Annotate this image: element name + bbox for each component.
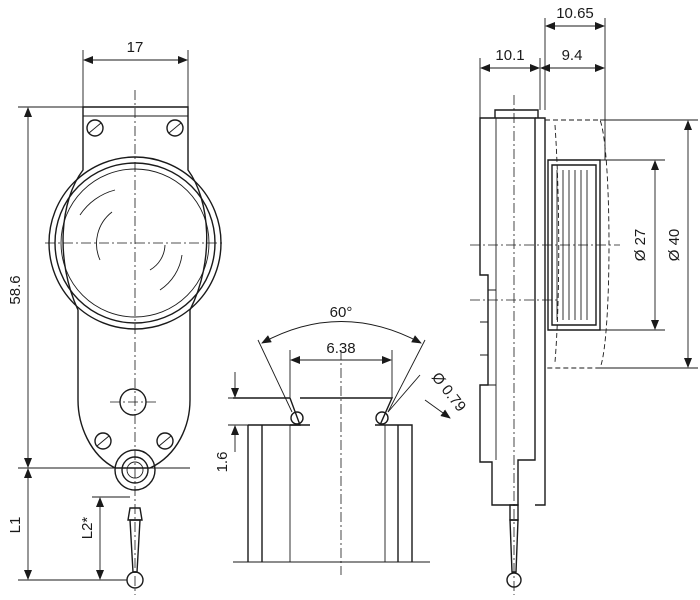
dovetail-detail: 60° 6.38 Ø 0.79 1.6: [214, 304, 469, 575]
side-steps: [480, 289, 496, 386]
dim-label-60: 60°: [330, 304, 353, 321]
ball-left: [290, 411, 304, 425]
screw-bottom-left: [94, 432, 112, 450]
dim-label-079: Ø 0.79: [428, 369, 469, 415]
side-stylus: [509, 519, 519, 573]
dim-label-101: 10.1: [495, 47, 524, 64]
front-body-outline: [62, 106, 208, 469]
screw-top-right: [166, 119, 184, 137]
dim-label-638: 6.38: [326, 340, 355, 357]
dim-label-94: 9.4: [562, 47, 583, 64]
screw-bottom-right: [156, 432, 174, 450]
block-left: [247, 424, 310, 562]
front-view: 17 58.6 L1 L2*: [7, 39, 225, 595]
side-top-cap: [494, 109, 539, 118]
dim-leader-079a: [387, 374, 421, 413]
side-body-outline: [479, 117, 536, 506]
dim-label-L1: L1: [7, 517, 24, 534]
angle-ext-right: [387, 339, 426, 413]
dim-arc-60: [261, 321, 422, 344]
side-view: 10.1 9.4 10.65 Ø 27 Ø 40: [470, 5, 698, 595]
ball-right: [375, 411, 389, 425]
dim-label-586: 58.6: [7, 275, 24, 304]
screw-top-left: [86, 119, 104, 137]
dim-label-17: 17: [127, 39, 144, 56]
dim-leader-079b: [424, 399, 451, 419]
dovetail-top-edge: [300, 397, 394, 426]
dim-label-40: Ø 40: [666, 229, 683, 262]
dim-label-1065: 10.65: [556, 5, 594, 22]
dim-label-27: Ø 27: [632, 229, 649, 262]
side-back-plate: [535, 117, 546, 506]
dim-label-L2: L2*: [79, 517, 96, 540]
bezel-inner: [551, 164, 597, 326]
angle-ext-left: [257, 339, 293, 413]
block-right: [375, 424, 413, 562]
dim-label-16: 1.6: [214, 452, 231, 473]
